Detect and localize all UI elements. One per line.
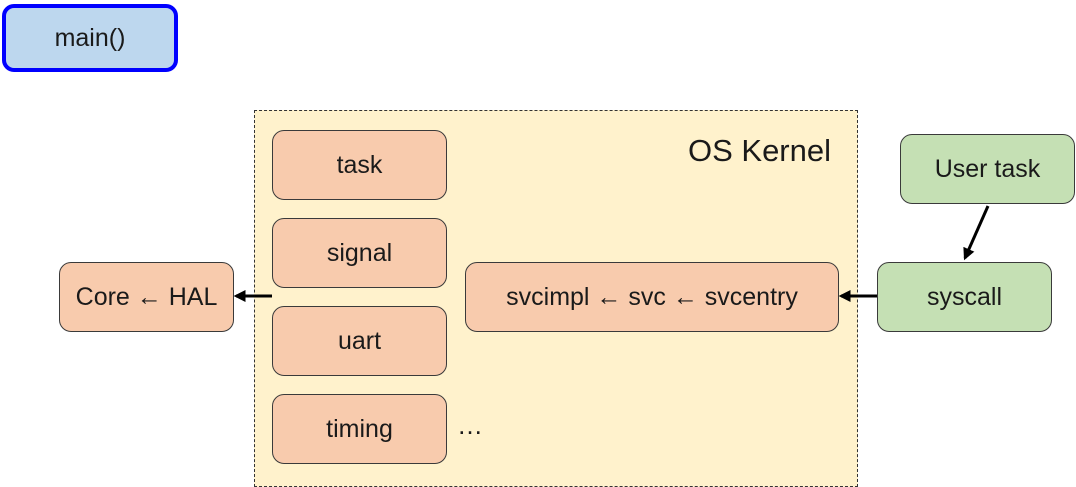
module-task: task [272, 130, 447, 200]
os-kernel-label: OS Kernel [687, 133, 831, 168]
svc-chain-label: svcimpl ← svc ← svcentry [506, 282, 798, 311]
arrow-user-task-to-syscall [963, 205, 990, 261]
module-signal: signal [272, 218, 447, 288]
core-hal-label: Core ← HAL [75, 282, 218, 311]
module-signal-label: signal [326, 238, 393, 267]
module-task-label: task [336, 150, 383, 179]
more-modules-ellipsis: … [457, 410, 483, 440]
module-uart: uart [272, 306, 447, 376]
main-label: main() [54, 23, 126, 52]
user-task-box: User task [900, 134, 1075, 204]
module-uart-label: uart [337, 326, 382, 355]
syscall-label: syscall [926, 282, 1002, 311]
main-function-box: main() [2, 4, 178, 72]
svc-chain-box: svcimpl ← svc ← svcentry [465, 262, 839, 332]
syscall-box: syscall [877, 262, 1052, 332]
user-task-label: User task [934, 154, 1041, 183]
core-hal-box: Core ← HAL [59, 262, 234, 332]
module-timing: timing [272, 394, 447, 464]
module-timing-label: timing [326, 414, 393, 443]
